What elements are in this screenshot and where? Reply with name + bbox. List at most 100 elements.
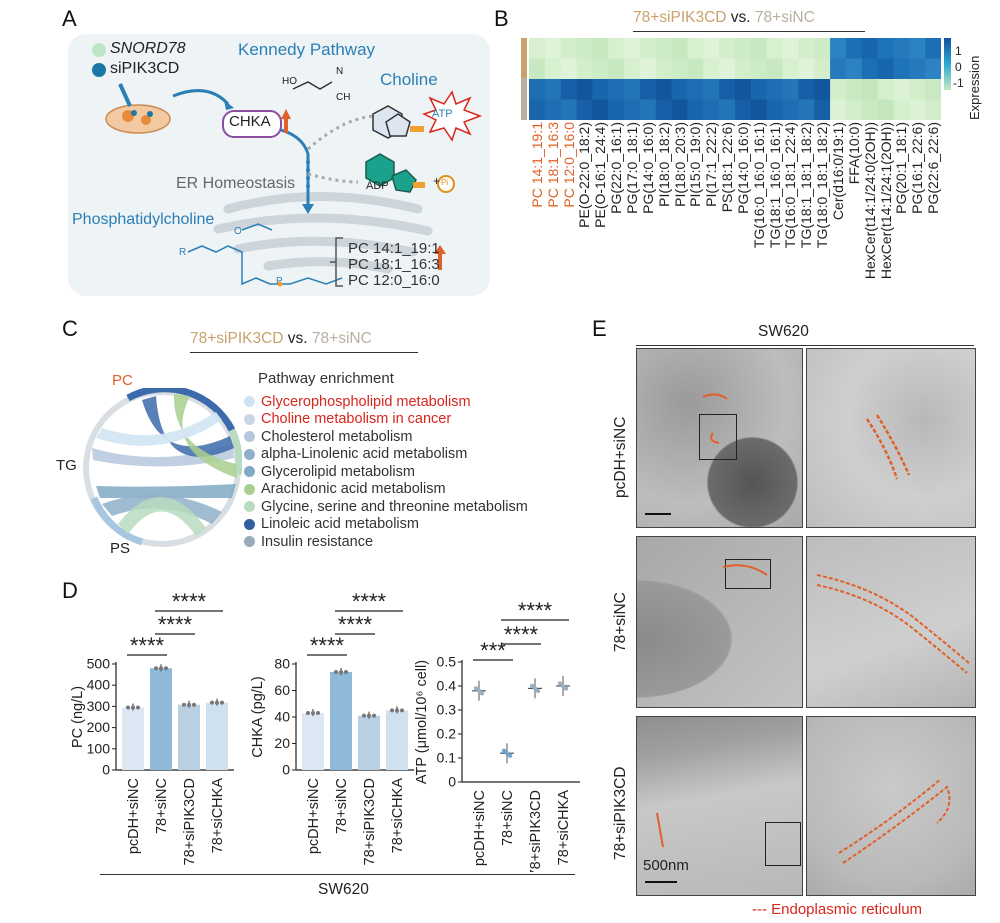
panel-label-b: B <box>494 6 509 31</box>
heatmap-group-bar-control <box>521 78 527 120</box>
heatmap-cell <box>766 79 783 100</box>
heatmap-column-label: HexCer(t14:1/24:0(2OH)) <box>861 122 878 280</box>
pipette-icon <box>118 83 132 107</box>
chord-diagram <box>83 388 242 547</box>
heatmap-cell <box>830 38 847 59</box>
heatmap-cell <box>925 79 941 100</box>
cell-dish-icon <box>105 104 171 134</box>
pathway-legend-label: Glycerolipid metabolism <box>261 463 415 480</box>
y-tick-label: 200 <box>87 719 111 735</box>
er-trace-icon <box>722 564 768 576</box>
legend-swatch-icon <box>244 431 255 443</box>
heatmap-column-label: PE(O-16:1_24:4) <box>592 122 609 228</box>
heatmap-cell <box>655 79 673 100</box>
panel-label-e: E <box>592 316 607 341</box>
arrow-icon <box>172 89 230 106</box>
chord-title-vs: vs. <box>287 330 308 347</box>
heatmap-cell <box>750 99 768 120</box>
heatmap-cell <box>529 38 546 59</box>
x-tick-label: 78+siCHKA <box>210 778 226 854</box>
heatmap-cell <box>750 38 768 59</box>
r-atom: R <box>179 247 187 258</box>
heatmap-cell <box>909 99 926 120</box>
pathway-legend-label: Insulin resistance <box>261 533 374 550</box>
em-image-sipik3cd-zoom <box>806 716 976 896</box>
heatmap-column-label: FFA(10:0) <box>845 122 862 185</box>
pc-species-2: PC 18:1_16:3 <box>348 256 440 273</box>
y-tick-label: 0.1 <box>437 750 457 766</box>
heatmap-column-label: TG(18:1_18:1_18:2) <box>798 122 815 249</box>
significance-label: **** <box>518 600 553 623</box>
data-point <box>215 700 219 705</box>
heatmap-cell <box>782 38 799 59</box>
heatmap-cell <box>639 58 657 80</box>
panel-label-c: C <box>62 316 78 341</box>
heatmap-cell <box>798 38 815 59</box>
heatmap-cell <box>703 79 720 100</box>
em-zoom-box <box>725 559 771 589</box>
heatmap-cell <box>845 58 863 80</box>
significance-label: **** <box>130 633 165 658</box>
heatmap-cell <box>766 38 783 59</box>
significance-label: **** <box>352 592 387 614</box>
heatmap-cell <box>544 38 562 59</box>
heatmap-cell <box>766 99 783 120</box>
data-point <box>187 702 191 707</box>
heatmap-cell <box>576 99 593 120</box>
data-point <box>316 711 320 716</box>
data-point <box>311 711 315 716</box>
legend-swatch-icon <box>244 501 255 513</box>
data-point <box>557 681 563 686</box>
em-title-underline <box>636 345 974 346</box>
heatmap-title-treatment: 78+siPIK3CD <box>633 9 727 26</box>
heatmap-cell <box>529 79 546 100</box>
chord-node-pc: PC <box>112 372 133 389</box>
bar <box>386 710 408 770</box>
significance-label: **** <box>504 622 539 647</box>
chord-node-tg: TG <box>56 457 77 474</box>
em-row-label-1: pcDH+siNC <box>612 416 629 498</box>
n-atom: N <box>336 66 344 77</box>
data-point <box>362 713 366 718</box>
pathway-legend-item: Glycine, serine and threonine metabolism <box>244 498 528 516</box>
heatmap-cell <box>719 38 736 59</box>
y-tick-label: 60 <box>274 682 290 698</box>
heatmap-cell <box>893 38 910 59</box>
em-scale-label: 500nm <box>643 857 689 874</box>
data-point <box>560 683 566 689</box>
heatmap-cell <box>576 58 593 80</box>
heatmap-cell <box>719 79 736 100</box>
heatmap-column-label: PG(14:0_16:0) <box>734 122 751 214</box>
data-point <box>372 713 376 718</box>
heatmap-column-label: PC 18:1_16:3 <box>544 122 561 208</box>
y-axis-label: PC (ng/L) <box>70 686 86 748</box>
y-tick-label: 0.4 <box>437 678 457 694</box>
heatmap-cell <box>544 79 562 100</box>
chka-box <box>222 110 282 138</box>
heatmap-cell <box>687 58 704 80</box>
heatmap-cell <box>671 58 688 80</box>
heatmap-column-label: PS(18:1_22:6) <box>719 122 736 213</box>
bar <box>358 715 380 770</box>
kennedy-diagram <box>68 34 490 296</box>
heatmap-cell <box>639 38 657 59</box>
pathway-legend-item: Arachidonic acid metabolism <box>244 481 528 499</box>
heatmap-cell <box>925 38 941 59</box>
er-trace-icon <box>656 812 664 848</box>
phosphatidylcholine-label: Phosphatidylcholine <box>72 211 215 228</box>
heatmap-cell <box>576 38 593 59</box>
data-point <box>220 700 224 705</box>
heatmap-cell <box>608 38 625 59</box>
y-tick-label: 400 <box>87 677 111 693</box>
em-zoom-box <box>699 414 737 460</box>
pathway-legend-item: Glycerolipid metabolism <box>244 463 528 481</box>
y-tick-label: 0.3 <box>437 702 457 718</box>
heatmap-cell <box>608 58 625 80</box>
sipik3cd-label: siPIK3CD <box>110 60 180 77</box>
data-point <box>535 688 541 694</box>
em-scale-bar <box>645 513 671 515</box>
heatmap-cell <box>830 58 847 80</box>
heatmap-cell <box>782 99 799 120</box>
heatmap-cell <box>560 79 577 100</box>
